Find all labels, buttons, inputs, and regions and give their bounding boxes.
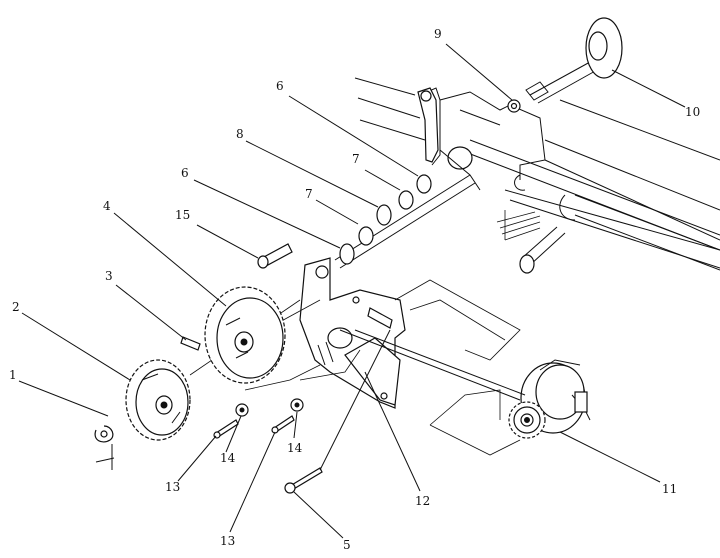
label-9: 9 [434, 27, 442, 41]
label-11: 11 [662, 482, 677, 496]
screw-5 [284, 329, 391, 494]
screw-13-right [271, 415, 295, 434]
bushing-6-lower [339, 243, 355, 265]
leader-11 [559, 431, 661, 483]
washer-14-right [290, 398, 304, 412]
bushing-7-lower [358, 226, 374, 246]
key-3 [180, 336, 201, 351]
shaft-bushings [334, 146, 481, 269]
leader-14-left [225, 415, 242, 453]
label-6-upper: 6 [276, 79, 284, 93]
e-clip-1 [94, 425, 115, 470]
leader-7-upper [364, 169, 401, 191]
label-5: 5 [343, 538, 351, 552]
hatched-slot [496, 210, 541, 241]
callout-labels: 1 2 3 4 15 6 7 8 6 7 9 10 11 12 13 14 14… [9, 27, 700, 552]
bushing-6-upper [416, 174, 432, 194]
screw-13-left [213, 419, 239, 439]
label-7-upper: 7 [352, 152, 360, 166]
label-13-left: 13 [165, 480, 180, 494]
bracket-12 [299, 257, 406, 409]
label-1: 1 [9, 368, 17, 382]
leader-13-right [229, 431, 276, 533]
leader-13-left [177, 435, 217, 482]
leader-6-lower [193, 179, 341, 249]
label-8: 8 [236, 127, 244, 141]
label-13-right: 13 [220, 534, 235, 548]
drive-shaft [525, 17, 623, 104]
leader-1 [18, 380, 109, 417]
leader-7-lower [315, 199, 359, 225]
shaft-collar [447, 146, 473, 170]
right-rods [459, 139, 720, 274]
washer-9 [507, 99, 521, 113]
leader-6-upper [288, 95, 419, 177]
label-4: 4 [103, 199, 111, 213]
label-14-right: 14 [287, 441, 303, 455]
label-2: 2 [12, 300, 20, 314]
leader-3 [115, 284, 187, 341]
leader-14-right [293, 411, 298, 439]
leader-5 [293, 491, 344, 539]
leader-10 [611, 69, 686, 108]
gear-4 [204, 286, 286, 384]
pin-15 [257, 243, 293, 269]
motor-gear [508, 401, 546, 439]
label-10: 10 [685, 105, 700, 119]
leader-12 [364, 371, 421, 492]
chassis-frame [354, 77, 720, 269]
bushing-7-upper [398, 190, 414, 210]
label-6-lower: 6 [181, 166, 189, 180]
lever [417, 87, 439, 163]
label-3: 3 [105, 269, 113, 283]
gear-2 [125, 359, 191, 441]
bushing-8 [376, 204, 392, 226]
leader-lines [18, 43, 686, 539]
label-15: 15 [175, 208, 190, 222]
leader-9 [445, 43, 513, 101]
washer-14-left [235, 403, 249, 417]
motor-11 [339, 329, 591, 439]
leader-2 [21, 312, 131, 381]
leader-15 [196, 224, 259, 259]
leader-8 [245, 140, 379, 208]
label-12: 12 [415, 494, 430, 508]
leader-4 [113, 212, 227, 307]
label-14-left: 14 [220, 451, 236, 465]
label-7-lower: 7 [305, 187, 313, 201]
